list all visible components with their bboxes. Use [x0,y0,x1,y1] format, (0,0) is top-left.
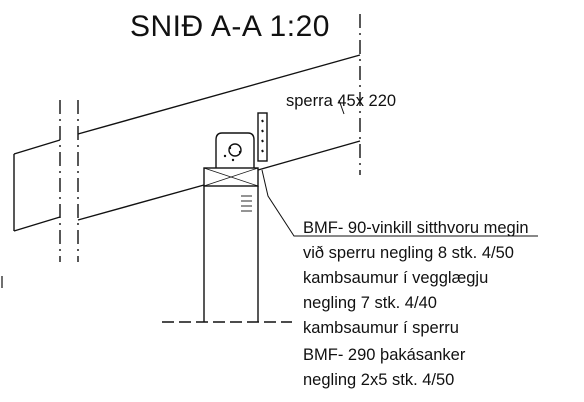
bracket-90-strip [257,112,268,162]
annotation-line-6: BMF- 290 þakásanker [303,346,466,364]
rafter-top-left [13,139,61,155]
annotation-line-2: við sperru negling 8 stk. 4/50 [303,244,514,262]
rafter-bottom-edge-right [257,140,361,171]
section-title: SNIÐ A-A 1:20 [130,10,330,43]
leader-rafter-label [338,99,345,115]
plate-cross-2 [203,167,259,187]
strip-hole-4 [261,149,264,153]
annotation-line-5: kambsaumur í sperru [303,319,459,337]
strip-hole-2 [261,129,264,133]
leader-bmf90 [261,169,538,237]
strip-hole-3 [261,139,264,143]
bracket-hole [228,143,242,157]
bracket-dot [231,158,235,162]
rafter-top-edge [77,54,361,135]
bracket-dot [223,154,227,158]
annotation-line-3: kambsaumur í vegglægju [303,269,489,287]
bracket-dot [228,146,232,150]
bracket-dot [238,150,242,154]
rafter-bottom-left [13,216,61,232]
rafter-bottom-edge [77,184,205,221]
annotation-line-7: negling 2x5 stk. 4/50 [303,371,455,389]
bracket-290 [215,132,255,168]
annotation-line-1: BMF- 90-vinkill sitthvoru megin [303,219,529,237]
annotation-line-4: negling 7 stk. 4/40 [303,294,437,312]
wall-plate [203,167,259,187]
strip-hole-1 [261,119,264,123]
rafter-label: sperra 45x 220 [286,92,397,110]
